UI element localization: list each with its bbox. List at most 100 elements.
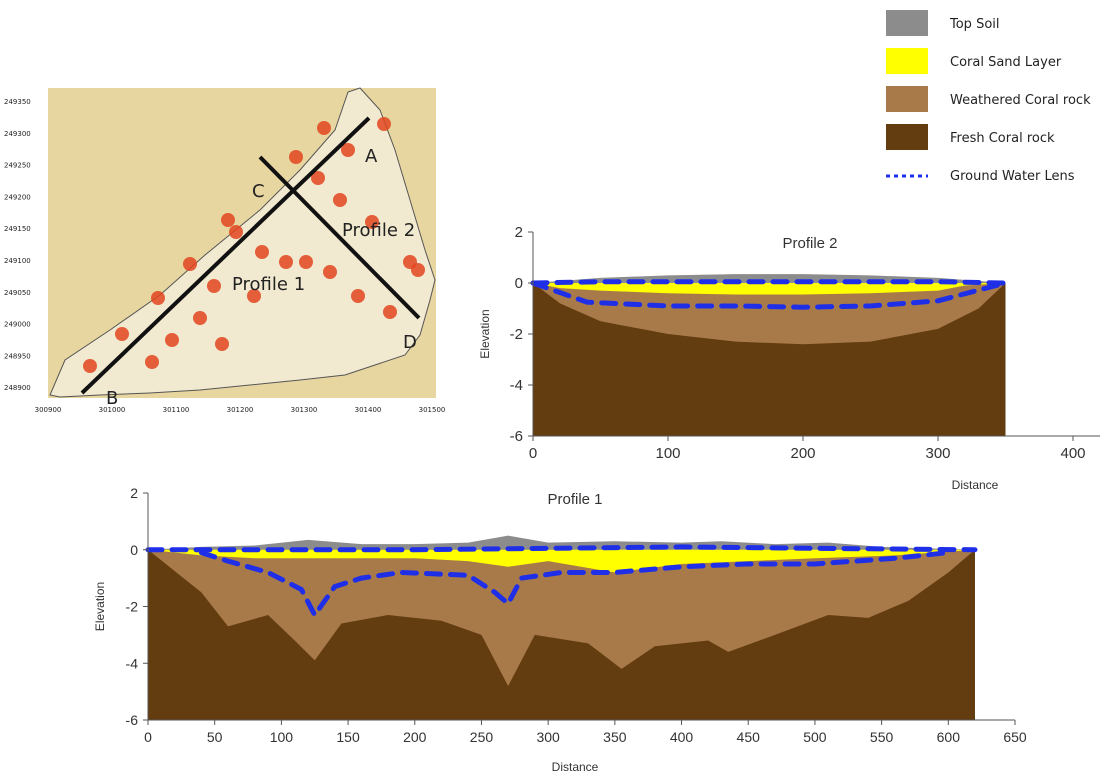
y-tick-label: -6 — [510, 428, 523, 445]
hotspot-23 — [383, 305, 397, 319]
chart-title: Profile 2 — [782, 235, 837, 252]
map-y-tick-label: 249100 — [4, 257, 31, 265]
legend-swatch-3 — [886, 124, 928, 150]
ground-water-lens-line — [530, 280, 1008, 310]
map-y-tick-label: 248950 — [4, 352, 31, 360]
hotspot-13 — [279, 255, 293, 269]
x-tick-label: 450 — [737, 729, 761, 745]
hotspot-6 — [193, 311, 207, 325]
hotspots — [83, 117, 425, 373]
map-x-tick-label: 301500 — [419, 406, 446, 414]
hotspot-20 — [341, 143, 355, 157]
x-tick-label: 100 — [655, 445, 680, 462]
hotspot-5 — [183, 257, 197, 271]
x-tick-label: 400 — [1060, 445, 1085, 462]
x-tick-label: 250 — [470, 729, 494, 745]
top-soil-area — [148, 535, 975, 550]
chart-title: Profile 1 — [547, 491, 602, 508]
y-tick-label: -2 — [510, 326, 523, 343]
x-tick-label: 300 — [536, 729, 560, 745]
island-outline — [49, 87, 436, 398]
weathered-coral-rock-area — [148, 549, 975, 686]
map-x-tick-label: 301400 — [355, 406, 382, 414]
y-tick-label: 0 — [515, 275, 523, 292]
x-tick-label: 650 — [1003, 729, 1027, 745]
x-tick-label: 100 — [270, 729, 294, 745]
legend-label-0: Top Soil — [949, 17, 1000, 32]
x-axis-label: Distance — [552, 760, 599, 774]
x-tick-label: 400 — [670, 729, 694, 745]
map-x-tick-label: 301200 — [227, 406, 254, 414]
map-y-tick-label: 249050 — [4, 289, 31, 297]
map-y-tick-label: 249200 — [4, 193, 31, 201]
hotspot-2 — [145, 355, 159, 369]
map-y-tick-label: 249000 — [4, 321, 31, 329]
legend-swatch-1 — [886, 48, 928, 74]
map-x-tick-label: 301000 — [99, 406, 126, 414]
map-y-tick-label: 248900 — [4, 384, 31, 392]
ground-water-lens-line — [145, 544, 978, 553]
hotspot-17 — [299, 255, 313, 269]
x-tick-label: 150 — [336, 729, 360, 745]
profile-1-line — [80, 116, 371, 395]
profile-2-line — [258, 155, 421, 320]
legend-swatch-2 — [886, 86, 928, 112]
coral-sand-area — [533, 283, 1006, 295]
map-x-tick-label: 301300 — [291, 406, 318, 414]
x-tick-label: 500 — [803, 729, 827, 745]
y-tick-label: 0 — [130, 542, 138, 558]
hotspot-4 — [165, 333, 179, 347]
map-y-tick-label: 249150 — [4, 225, 31, 233]
legend-label-3: Fresh Coral rock — [950, 131, 1055, 146]
hotspot-9 — [229, 225, 243, 239]
y-tick-label: 2 — [130, 485, 138, 501]
hotspot-25 — [411, 263, 425, 277]
hotspot-22 — [365, 215, 379, 229]
map-y-tick-label: 249300 — [4, 130, 31, 138]
map-x-tick-label: 300900 — [35, 406, 62, 414]
map-y-axis-ticks: 249350 249300 249250 249200 249150 249100 2490… — [4, 98, 31, 392]
y-axis-label: Elevation — [93, 582, 107, 631]
x-tick-label: 0 — [529, 445, 537, 462]
x-axis-label: Distance — [952, 478, 999, 492]
point-label-c: C — [252, 181, 265, 202]
map-profile1-label: Profile 1 — [232, 274, 305, 295]
x-tick-label: 200 — [403, 729, 427, 745]
legend-swatch-0 — [886, 10, 928, 36]
hotspot-21 — [351, 289, 365, 303]
x-tick-label: 200 — [790, 445, 815, 462]
hotspot-18 — [323, 265, 337, 279]
x-tick-label: 550 — [870, 729, 894, 745]
ground-water-lens-line — [198, 550, 951, 620]
legend-label-2: Weathered Coral rock — [950, 93, 1091, 108]
x-tick-label: 0 — [144, 729, 152, 745]
hotspot-15 — [311, 171, 325, 185]
x-tick-label: 350 — [603, 729, 627, 745]
hotspot-19 — [333, 193, 347, 207]
hotspot-16 — [317, 121, 331, 135]
hotspot-8 — [221, 213, 235, 227]
point-label-b: B — [106, 388, 118, 409]
y-tick-label: 2 — [515, 224, 523, 241]
hotspot-1 — [115, 327, 129, 341]
point-label-d: D — [403, 332, 417, 353]
x-tick-label: 50 — [207, 729, 223, 745]
weathered-coral-rock-area — [533, 283, 1006, 345]
point-label-a: A — [365, 146, 378, 167]
ground-water-lens-line — [530, 279, 1008, 286]
y-tick-label: -4 — [510, 377, 523, 394]
hotspot-12 — [247, 289, 261, 303]
hotspot-10 — [215, 337, 229, 351]
map-y-tick-label: 249350 — [4, 98, 31, 106]
legend-label-4: Ground Water Lens — [950, 169, 1075, 184]
hotspot-11 — [255, 245, 269, 259]
map-y-tick-label: 249250 — [4, 162, 31, 170]
map-profile2-label: Profile 2 — [342, 220, 415, 241]
hotspot-7 — [207, 279, 221, 293]
hotspot-3 — [151, 291, 165, 305]
